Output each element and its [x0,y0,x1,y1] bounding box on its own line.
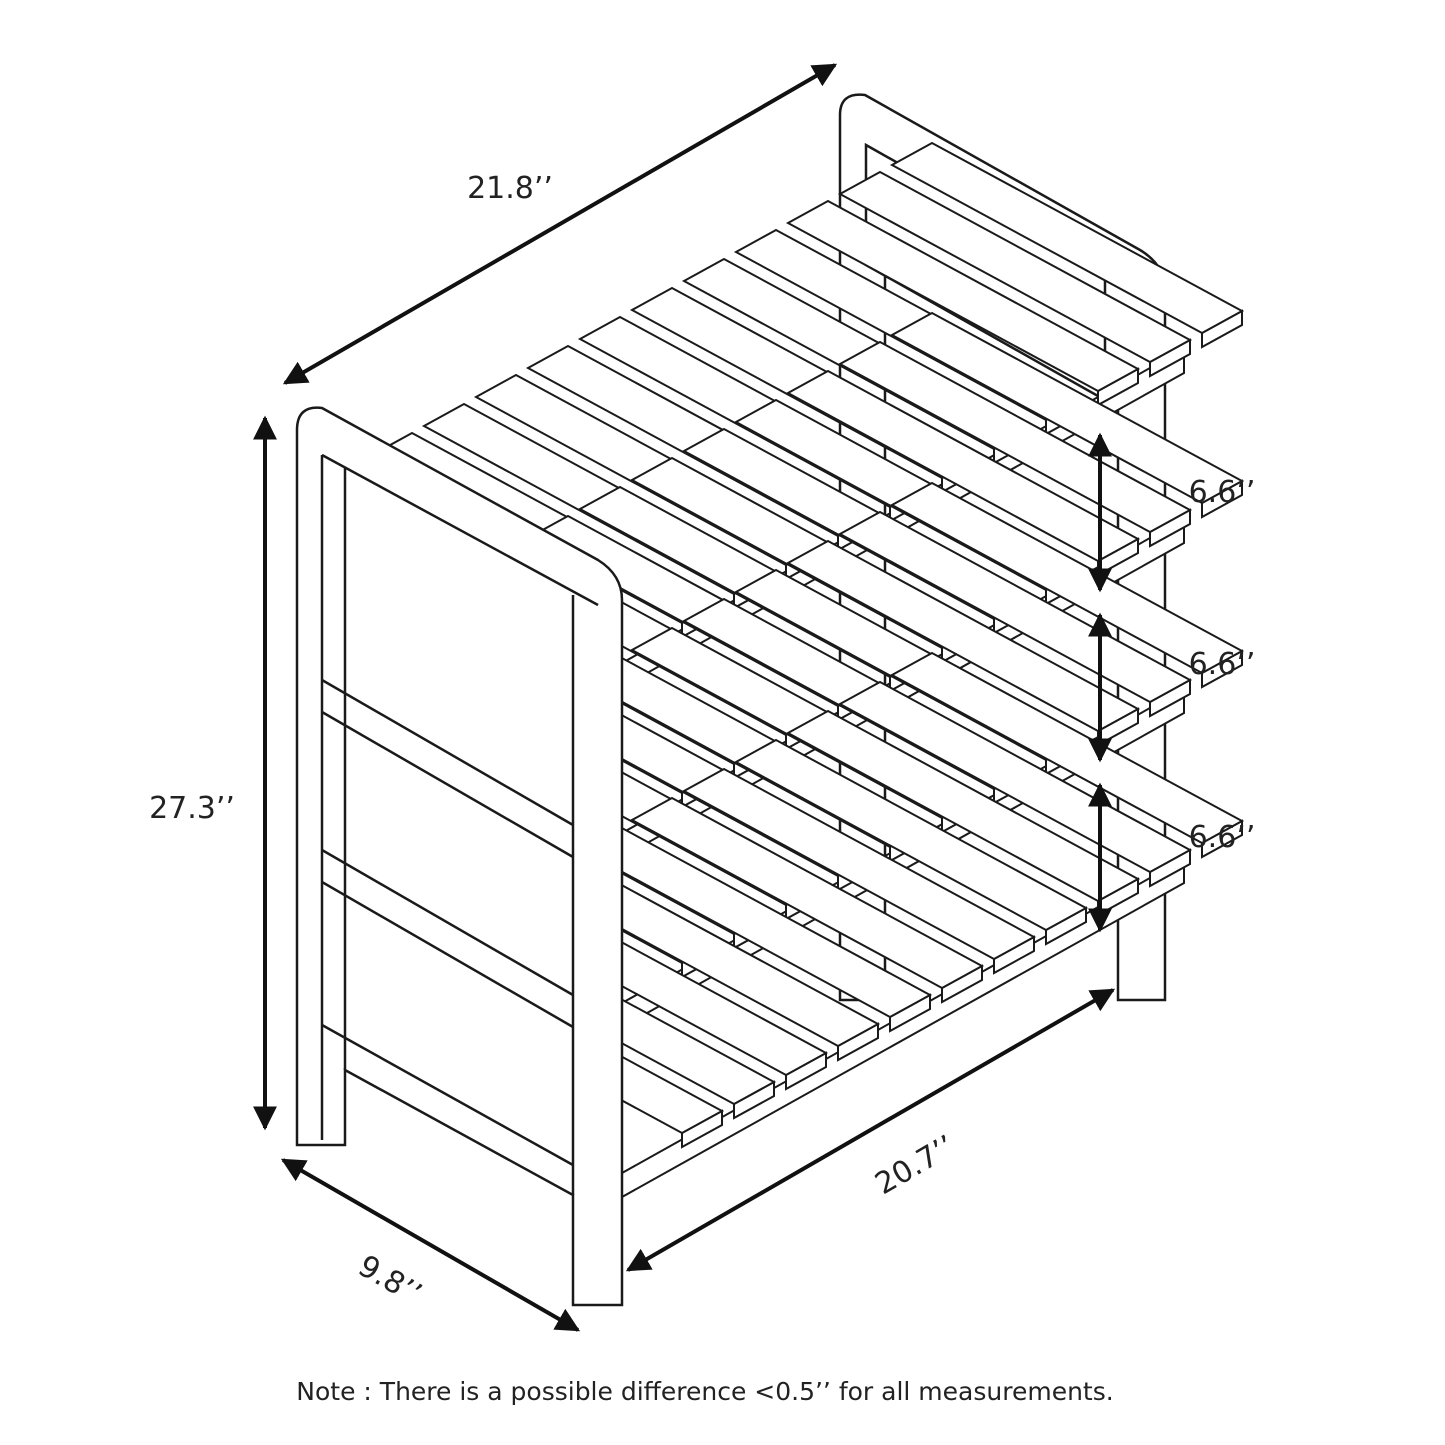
slat [629,796,985,990]
measurement-note: Note : There is a possible difference <0… [296,1377,1113,1406]
width-bottom-label: 20.7’’ [869,1129,961,1202]
front-side-frame [295,406,624,1307]
shelf-gap-label-2: 6.6’’ [1189,647,1256,682]
slat [889,141,1245,335]
slat [837,170,1193,364]
slat [733,738,1089,932]
width-top-arrow [282,63,838,385]
height-label: 27.3’’ [149,791,235,826]
slat [785,539,1141,733]
width-top-label: 21.8’’ [467,171,553,206]
shelf-gap-label-1: 6.6’’ [1189,475,1256,510]
depth-label: 9.8’’ [352,1249,427,1313]
width-bottom-arrow [625,988,1116,1272]
depth-arrow [280,1158,581,1332]
slat [681,767,1037,961]
shelf-gap-label-3: 6.6’’ [1189,820,1256,855]
slat [785,709,1141,903]
